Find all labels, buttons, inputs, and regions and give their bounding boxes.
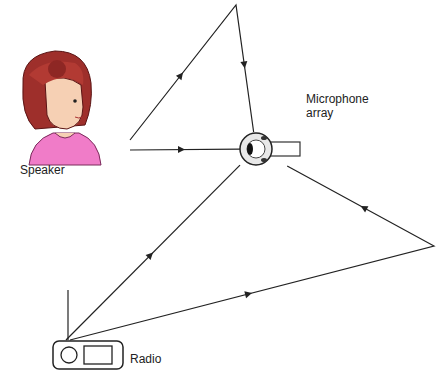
microphone-array-node: Microphone array xyxy=(240,132,300,166)
sound-line xyxy=(70,166,434,340)
speaker-label: Speaker xyxy=(20,163,110,177)
sound-line xyxy=(66,165,240,340)
arrow-head xyxy=(240,61,247,68)
microphone-array-label: Microphone array xyxy=(306,92,382,120)
arrow-head xyxy=(244,291,252,298)
arrow-head xyxy=(176,73,183,81)
speaker-node: Speaker xyxy=(15,45,130,180)
speaker-figure xyxy=(15,45,130,175)
arrow-head xyxy=(146,253,153,260)
radio-label: Radio xyxy=(130,352,190,366)
radio-device xyxy=(52,340,124,370)
sound-path xyxy=(70,166,434,340)
sound-path xyxy=(66,165,240,340)
sound-line xyxy=(130,5,254,140)
radio-node: Radio xyxy=(52,340,124,370)
arrow-head xyxy=(178,146,185,153)
sound-path xyxy=(130,146,240,153)
arrow-head xyxy=(361,206,369,212)
sound-path xyxy=(130,5,254,140)
microphone-array-device xyxy=(240,132,300,166)
